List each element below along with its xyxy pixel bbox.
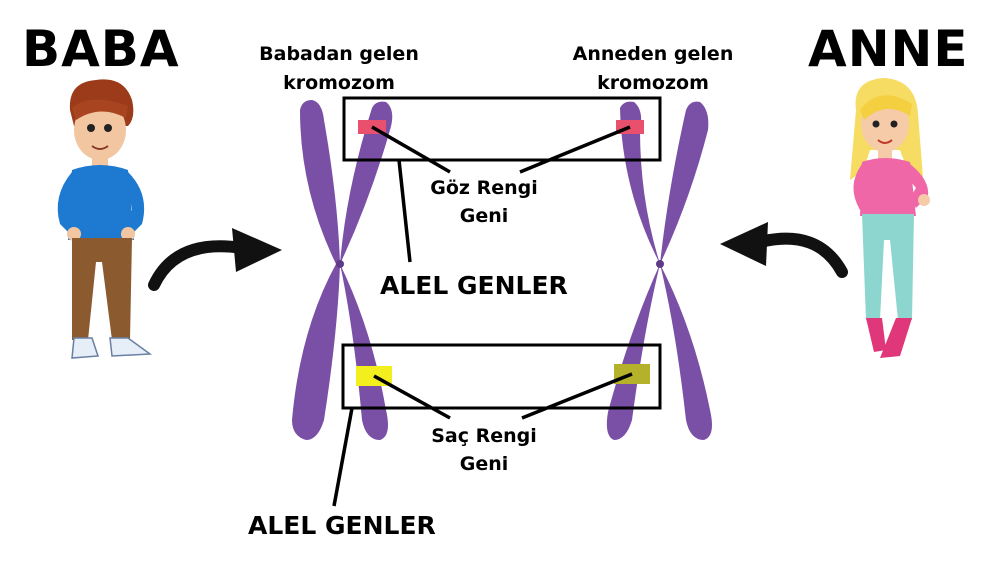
father-chromatid-a (292, 100, 340, 440)
hair-gene-box (341, 343, 662, 410)
hair-gene-label-line1: Saç Rengi (431, 425, 537, 447)
father-chromatid-b (340, 101, 393, 440)
allele-label-bottom: ALEL GENLER (248, 511, 436, 540)
mother-chromatid-b (660, 101, 712, 441)
mother-title: ANNE (808, 20, 969, 78)
mother-chromosome-caption-line2: kromozom (597, 72, 709, 94)
eye-connector-mother (519, 125, 631, 174)
allele-bottom-pointer (332, 407, 354, 507)
eye-gene-box (342, 96, 662, 162)
father-chromosome-caption-line1: Babadan gelen (259, 43, 419, 65)
hair-gene-label-line2: Geni (460, 453, 509, 475)
arrow-from-mother-icon (720, 222, 848, 278)
mother-chromatid-a (606, 101, 660, 440)
mother-illustration (850, 78, 930, 358)
eye-connector-father (371, 125, 451, 174)
father-title: BABA (22, 20, 180, 78)
eye-gene-label-line1: Göz Rengi (430, 177, 537, 199)
arrow-from-father-icon (148, 228, 282, 291)
hair-connector-mother (521, 372, 633, 420)
father-chromosome-caption-line2: kromozom (283, 72, 395, 94)
hair-connector-father (373, 374, 451, 420)
father-illustration (57, 79, 153, 359)
mother-chromosome-caption-line1: Anneden gelen (573, 43, 734, 65)
eye-gene-label-line2: Geni (460, 205, 509, 227)
allele-top-pointer (397, 159, 412, 263)
allele-label-top: ALEL GENLER (380, 271, 568, 300)
